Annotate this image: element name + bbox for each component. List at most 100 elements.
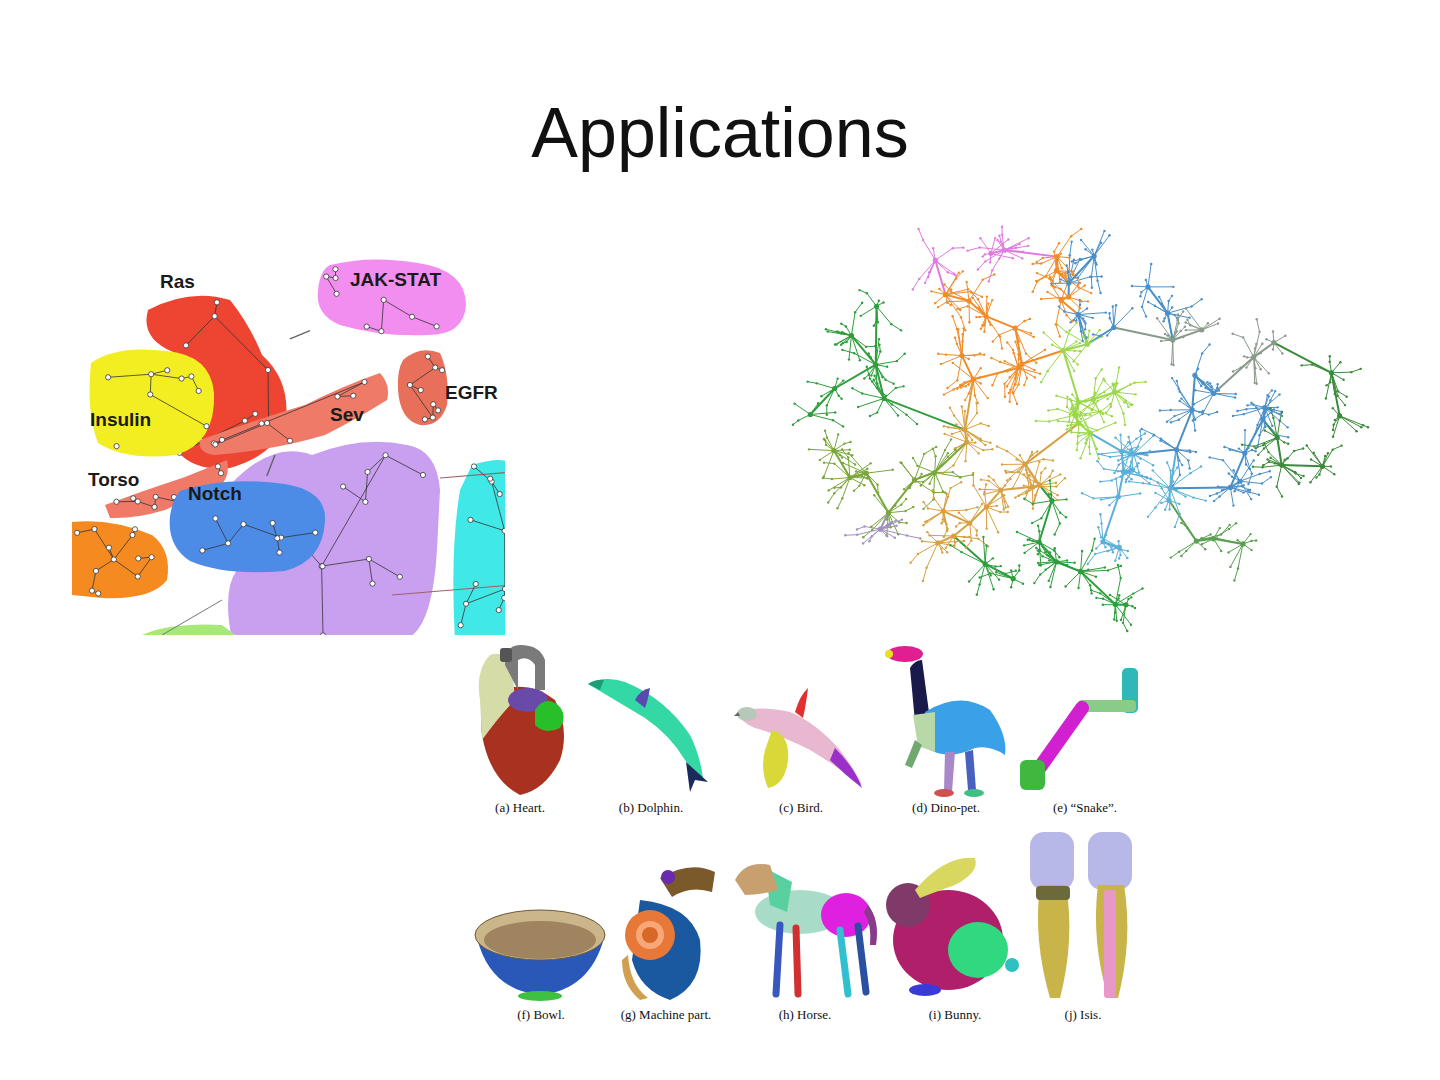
network-spike	[953, 316, 957, 329]
network-tip	[1096, 460, 1098, 462]
network-tip	[1103, 468, 1105, 470]
network-tip	[987, 302, 989, 304]
network-tip	[979, 376, 981, 378]
network-spike	[991, 253, 1013, 258]
network-tip	[1208, 343, 1210, 345]
network-spike	[1254, 437, 1277, 446]
network-spike	[1017, 532, 1039, 542]
network-spike	[1036, 548, 1056, 562]
network-branch	[866, 473, 888, 513]
network-spike	[1067, 407, 1079, 423]
network-tip	[954, 541, 956, 543]
network-tip	[1154, 305, 1156, 307]
network-tip	[1160, 502, 1162, 504]
network-spike	[1079, 287, 1092, 293]
network-branch	[1015, 328, 1022, 364]
network-tip	[1178, 459, 1180, 461]
network-tip	[1055, 323, 1057, 325]
network-spike	[935, 260, 954, 273]
network-tip	[941, 472, 943, 474]
network-tip	[1023, 384, 1025, 386]
network-spike	[1156, 488, 1171, 507]
network-spike	[1115, 465, 1119, 473]
network-spike	[1172, 340, 1173, 364]
network-tip	[1115, 304, 1117, 306]
network-tip	[1217, 322, 1219, 324]
network-spike	[1100, 481, 1112, 482]
network-tip	[949, 487, 951, 489]
network-spike	[1193, 414, 1203, 420]
network-spike	[1168, 313, 1172, 337]
network-spike	[1260, 471, 1270, 474]
network-spike	[975, 395, 978, 403]
network-branch	[1103, 497, 1118, 542]
network-tip	[1099, 410, 1101, 412]
network-tip	[968, 358, 970, 360]
network-spike	[1134, 436, 1154, 454]
network-tip	[1072, 360, 1074, 362]
network-tip	[972, 297, 974, 299]
network-tip	[956, 328, 958, 330]
network-tip	[1159, 409, 1161, 411]
network-spike	[907, 415, 917, 424]
network-spike	[1096, 369, 1102, 378]
network-spike	[1142, 429, 1154, 435]
network-spike	[946, 273, 959, 295]
network-spike	[1024, 499, 1032, 504]
network-tip	[1036, 261, 1038, 263]
network-tip	[942, 490, 944, 492]
network-tip	[1091, 408, 1093, 410]
network-tip	[1102, 413, 1104, 415]
network-tip	[1006, 450, 1008, 452]
network-tip	[1052, 279, 1054, 281]
network-spike	[1148, 264, 1151, 287]
network-tip	[959, 476, 961, 478]
network-spike	[1230, 544, 1243, 567]
network-spike	[927, 543, 938, 568]
network-tip	[1060, 253, 1062, 255]
network-tip	[1033, 336, 1035, 338]
network-tip	[1160, 340, 1162, 342]
network-tip	[1097, 526, 1099, 528]
network-spike	[1214, 393, 1236, 397]
network-spike	[1049, 562, 1057, 581]
network-tip	[1066, 428, 1068, 430]
network-tip	[983, 493, 985, 495]
network-spike	[1094, 235, 1109, 256]
network-tip	[1035, 280, 1037, 282]
network-tip	[1065, 516, 1067, 518]
network-tip	[1104, 546, 1106, 548]
network-tip	[1086, 563, 1088, 565]
network-spike	[887, 513, 889, 536]
network-tip	[1134, 393, 1136, 395]
network-spike	[1188, 460, 1189, 468]
network-tip	[1079, 457, 1081, 459]
network-tip	[1198, 411, 1200, 413]
network-tip	[955, 423, 957, 425]
network-tip	[1040, 381, 1042, 383]
network-tip	[1099, 292, 1101, 294]
network-branch	[1254, 343, 1274, 357]
network-spike	[1351, 369, 1360, 372]
network-spike	[1057, 236, 1071, 256]
network-spike	[810, 412, 835, 414]
network-spike	[842, 350, 854, 353]
network-tip	[1131, 285, 1133, 287]
network-spike	[1202, 319, 1220, 330]
network-tip	[1087, 569, 1089, 571]
network-spike	[1070, 323, 1077, 331]
network-tip	[953, 545, 955, 547]
network-tip	[947, 495, 949, 497]
network-spike	[1077, 423, 1079, 450]
network-spike	[935, 473, 960, 478]
network-tip	[1064, 585, 1066, 587]
network-tip	[1070, 424, 1072, 426]
network-tip	[1041, 555, 1043, 557]
network-branch	[1282, 465, 1323, 466]
network-tip	[991, 384, 993, 386]
network-tip	[1076, 398, 1078, 400]
network-tip	[1129, 383, 1131, 385]
network-tip	[1084, 442, 1086, 444]
network-spike	[1032, 487, 1034, 509]
network-tip	[1023, 473, 1025, 475]
